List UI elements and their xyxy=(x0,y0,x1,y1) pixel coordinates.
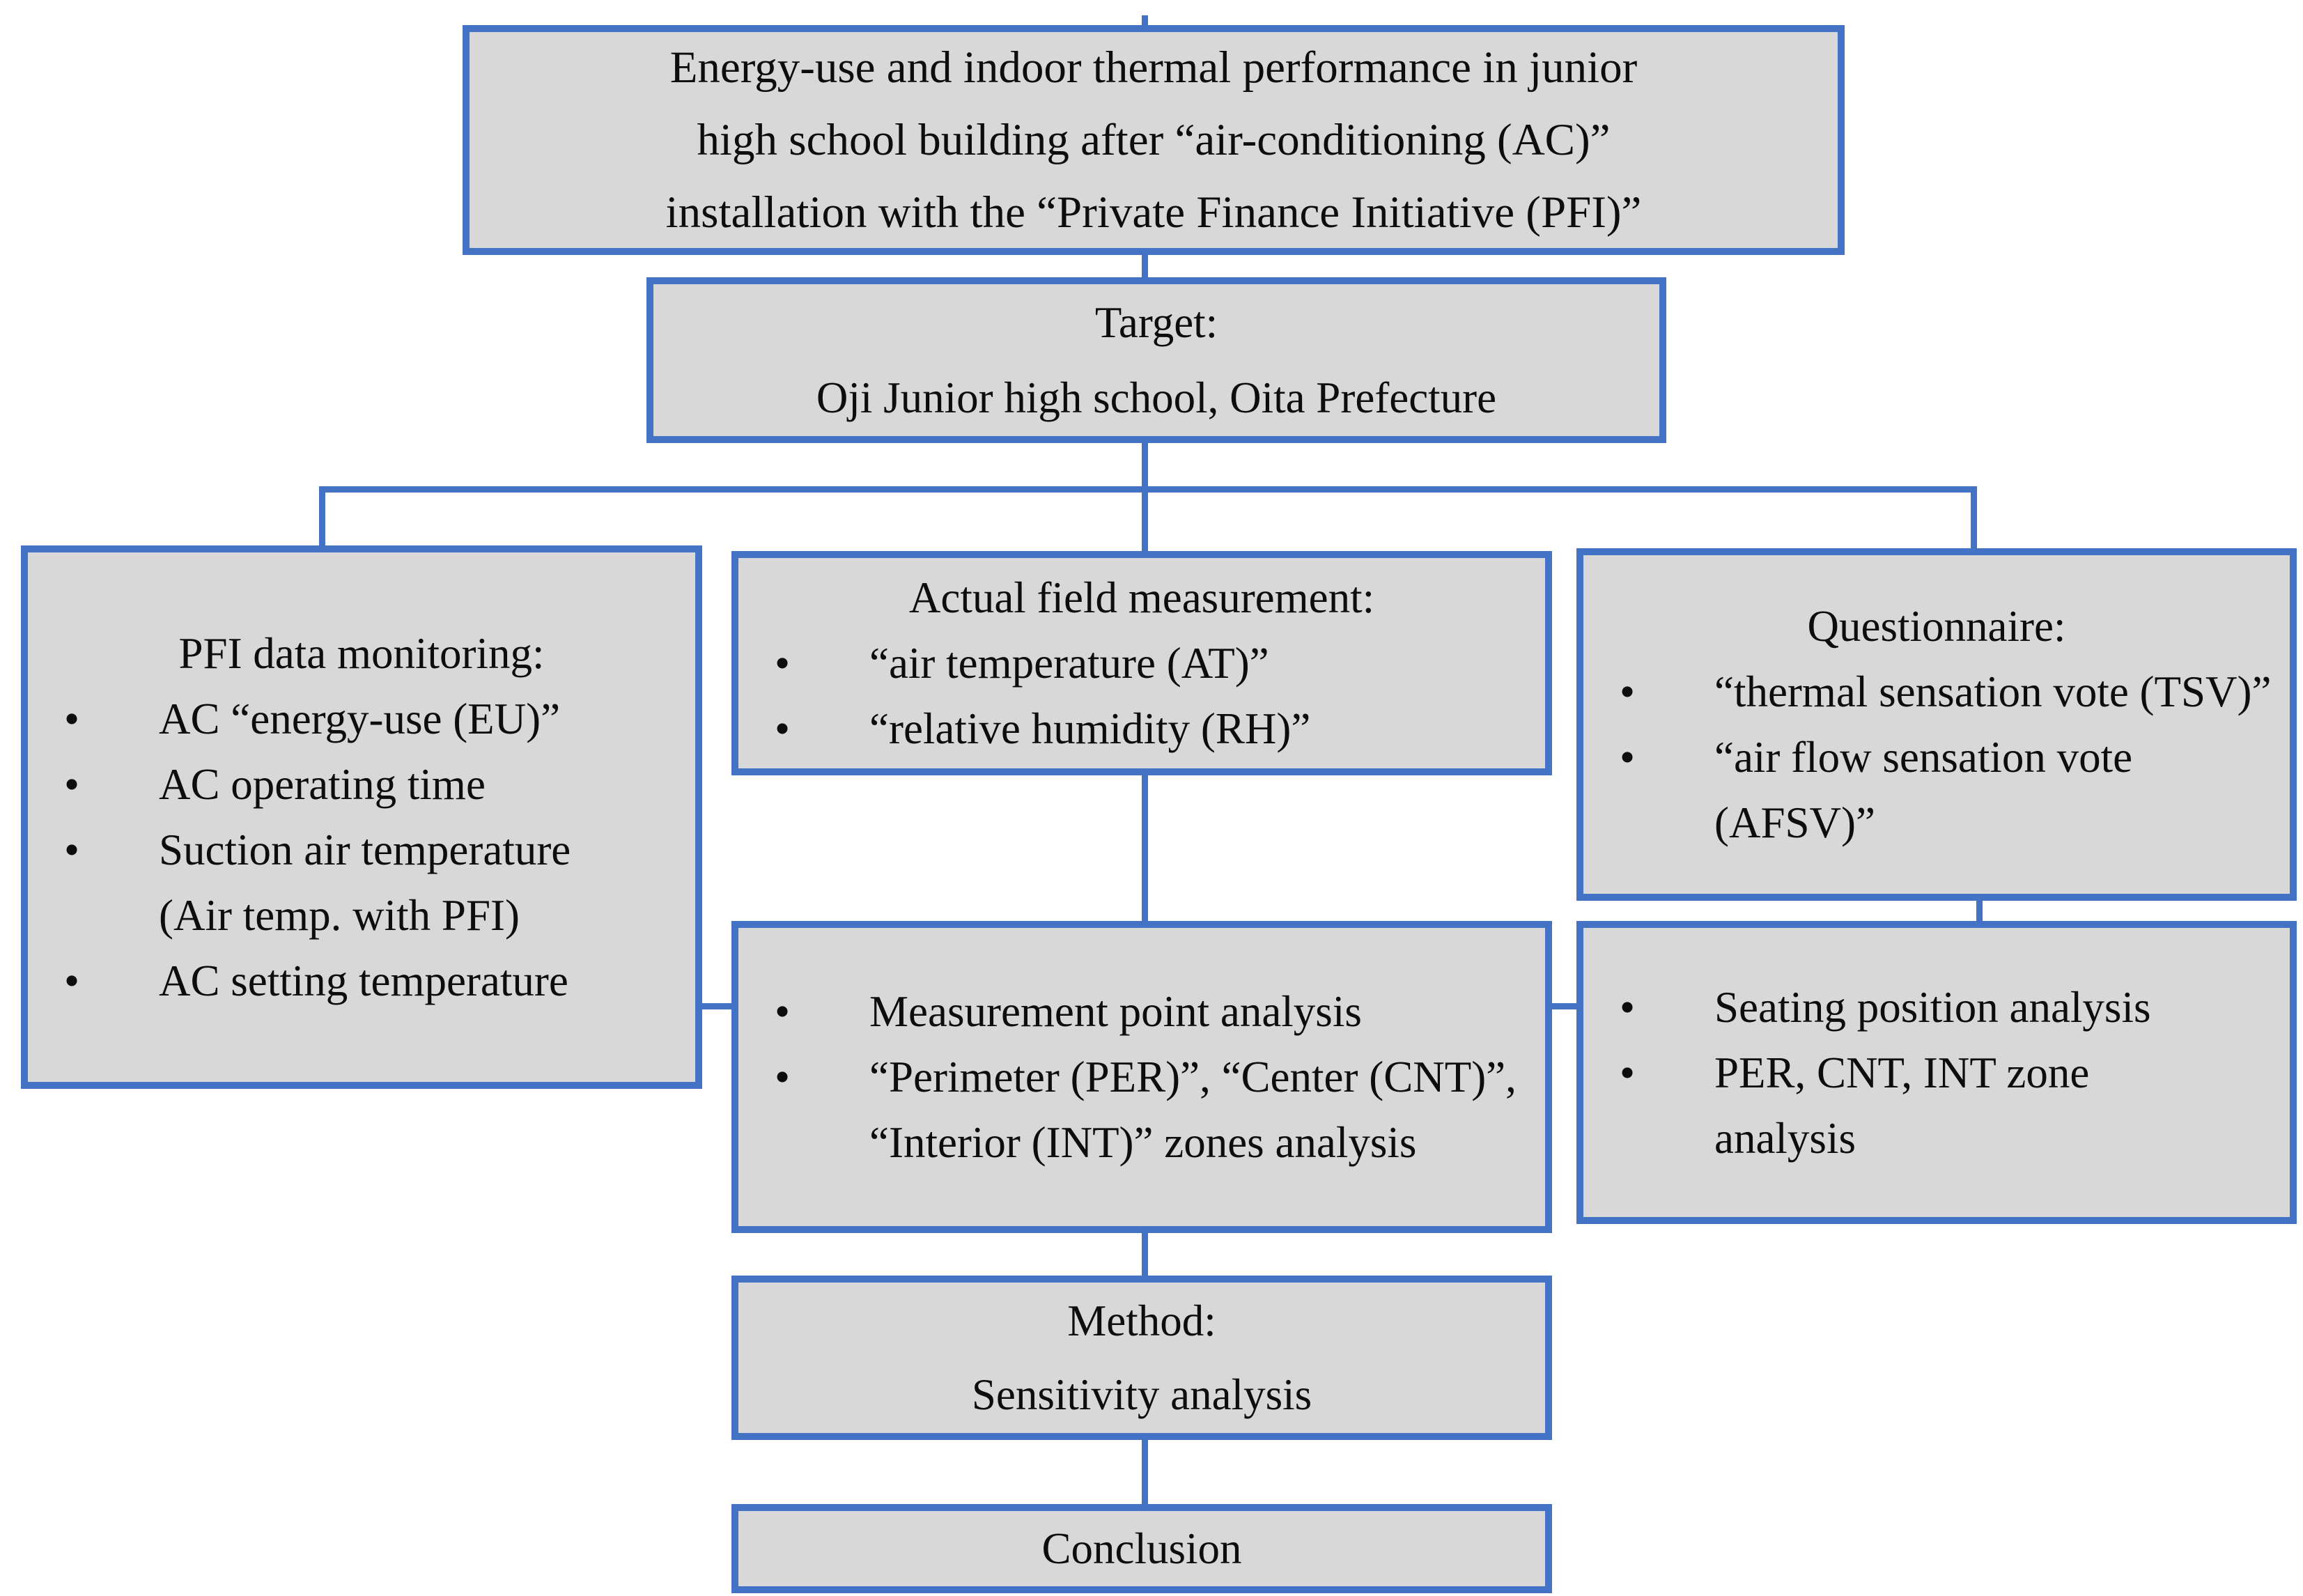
bullet-item: Measurement point analysis xyxy=(738,979,1545,1044)
bullet-item: “air temperature (AT)” xyxy=(738,630,1545,696)
conclusion-box: Conclusion xyxy=(731,1504,1552,1593)
connector-branch-to-questionnaire xyxy=(1971,486,1977,552)
bullet-item: AC “energy-use (EU)” xyxy=(28,686,620,752)
bullet-item: “thermal sensation vote (TSV)” xyxy=(1583,659,2290,725)
text-line: Oji Junior high school, Oita Prefecture xyxy=(816,373,1497,422)
connector-branch-to-field xyxy=(1142,486,1148,555)
text-line: Energy-use and indoor thermal performanc… xyxy=(669,42,1638,93)
text-line: installation with the “Private Finance I… xyxy=(665,187,1642,238)
connector-branch-horizontal xyxy=(319,486,1977,493)
seating-position-analysis-box: Seating position analysisPER, CNT, INT z… xyxy=(1576,921,2297,1224)
bullet-item: “relative humidity (RH)” xyxy=(738,696,1545,761)
connector-branch-to-pfi xyxy=(319,486,325,550)
questionnaire-box: Questionnaire: “thermal sensation vote (… xyxy=(1576,548,2297,901)
questionnaire-box-list: “thermal sensation vote (TSV)”“air flow … xyxy=(1583,659,2290,855)
bullet-item: AC setting temperature xyxy=(28,948,620,1014)
field-box-header: Actual field measurement: xyxy=(908,573,1375,622)
text-line: Target: xyxy=(1094,298,1218,347)
connector-method-to-conclusion xyxy=(1142,1436,1148,1508)
method-box: Method: Sensitivity analysis xyxy=(731,1276,1552,1440)
title-box: Energy-use and indoor thermal performanc… xyxy=(463,25,1845,255)
measurement-point-analysis-box: Measurement point analysis“Perimeter (PE… xyxy=(731,921,1552,1233)
target-box: Target: Oji Junior high school, Oita Pref… xyxy=(646,277,1666,443)
seating-analysis-list: Seating position analysisPER, CNT, INT z… xyxy=(1583,975,2290,1171)
conclusion-label: Conclusion xyxy=(1041,1524,1242,1573)
text-line: high school building after “air-conditio… xyxy=(697,115,1611,165)
connector-field-to-measurement xyxy=(1142,772,1148,925)
connector-pfi-to-measurement xyxy=(698,1003,737,1009)
connector-questionnaire-to-seating xyxy=(1976,897,1983,925)
text-line: Sensitivity analysis xyxy=(971,1370,1312,1419)
questionnaire-box-header: Questionnaire: xyxy=(1807,602,2066,651)
connector-title-to-target xyxy=(1142,251,1148,280)
text-line: Method: xyxy=(1067,1296,1216,1345)
connector-target-to-branch xyxy=(1142,440,1148,490)
bullet-item: “Perimeter (PER)”, “Center (CNT)”, “Inte… xyxy=(738,1044,1545,1175)
pfi-data-monitoring-box: PFI data monitoring: AC “energy-use (EU)… xyxy=(21,545,702,1089)
measurement-analysis-list: Measurement point analysis“Perimeter (PE… xyxy=(738,979,1545,1175)
connector-measurement-to-method xyxy=(1142,1230,1148,1280)
pfi-box-list: AC “energy-use (EU)”AC operating timeSuc… xyxy=(28,686,695,1014)
actual-field-measurement-box: Actual field measurement: “air temperatu… xyxy=(731,551,1552,775)
pfi-box-header: PFI data monitoring: xyxy=(178,629,545,678)
connector-top-stub xyxy=(1142,15,1148,26)
field-box-list: “air temperature (AT)”“relative humidity… xyxy=(738,630,1545,761)
bullet-item: PER, CNT, INT zone analysis xyxy=(1583,1040,2169,1171)
bullet-item: Suction air temperature (Air temp. with … xyxy=(28,817,620,948)
bullet-item: “air flow sensation vote (AFSV)” xyxy=(1583,725,2290,855)
connector-measurement-to-seating xyxy=(1548,1003,1583,1009)
bullet-item: Seating position analysis xyxy=(1583,975,2169,1040)
bullet-item: AC operating time xyxy=(28,752,620,817)
